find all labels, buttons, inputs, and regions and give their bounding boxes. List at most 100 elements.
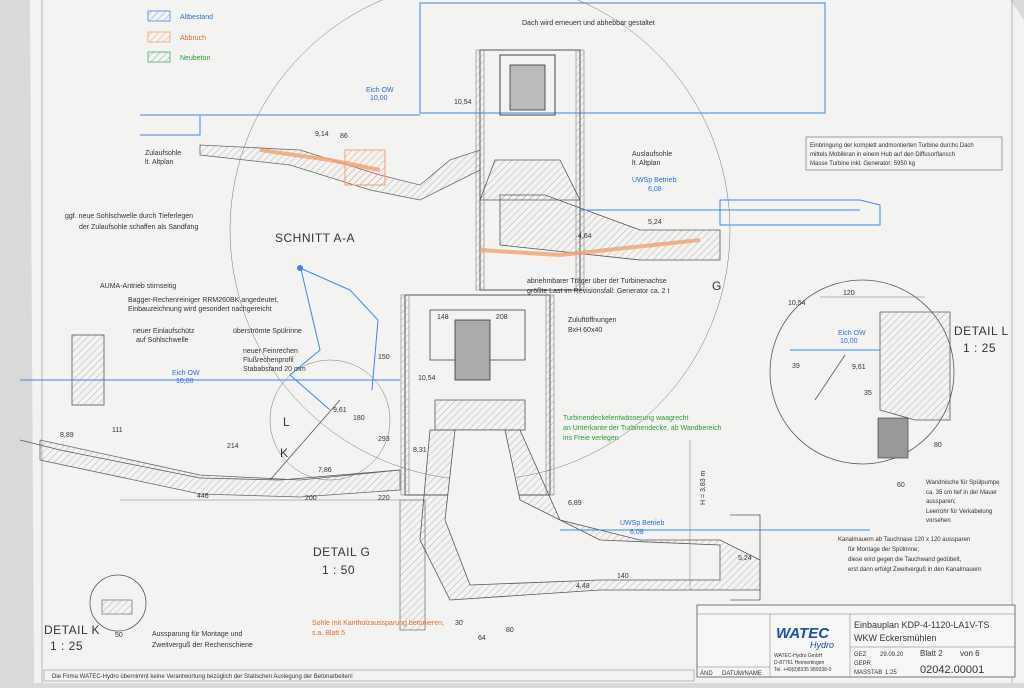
rechen-note-line3: Stababstand 20 mm bbox=[243, 366, 306, 373]
legend-swatch-neubeton bbox=[147, 51, 171, 63]
level-524: 5,24 bbox=[648, 219, 662, 226]
detail-l-title: DETAIL L bbox=[954, 324, 1009, 338]
level-831: 8,31 bbox=[413, 447, 427, 454]
detail-l-wall bbox=[879, 311, 951, 421]
detail-l-owl-value: 10,00 bbox=[840, 338, 858, 345]
main-level-524: 5,24 bbox=[738, 555, 752, 562]
date: 29.09.20 bbox=[880, 652, 904, 658]
level-689: 6,89 bbox=[568, 500, 582, 507]
detail-k-note-line2: Zweitverguß der Rechenschiene bbox=[152, 642, 253, 649]
existing-building-outline bbox=[419, 2, 826, 114]
label-gez: GEZ bbox=[854, 652, 867, 658]
disclaimer-box bbox=[43, 669, 695, 682]
detail-l-kanal-line2: für Montage der Spülrinne; bbox=[848, 547, 919, 553]
outlet-note-line1: Auslaufsohle bbox=[632, 151, 672, 158]
detail-k-title: DETAIL K bbox=[44, 623, 100, 637]
detail-l-pump-line2: ca. 35 cm tief in der Mauer bbox=[926, 490, 997, 496]
detail-k-circle bbox=[89, 574, 147, 632]
detail-l-kanal-line1: Kanalmauern ab Tauchnase 120 x 120 aussp… bbox=[838, 537, 970, 543]
detail-l-owl-label: Eich OW bbox=[838, 330, 866, 337]
zuluft-note-line2: BxH 60x40 bbox=[568, 327, 602, 334]
rechen-note-line2: Flußrechenprofil bbox=[243, 357, 294, 364]
rake-cleaner-arm bbox=[299, 267, 379, 391]
dim-86: 86 bbox=[340, 133, 348, 140]
disclaimer: Die Firma WATEC-Hydro übernimmt keine Ve… bbox=[52, 674, 353, 680]
sand-note-line1: ggf. neue Sohlschwelle durch Tieferlegen bbox=[65, 213, 193, 220]
einlauf-note-line1: neuer Einlaufschütz bbox=[133, 328, 195, 335]
detail-l: 120 10,54 Eich OW 10,00 9,61 39 35 60 80… bbox=[769, 279, 1009, 573]
legend-label-abbruch: Abbruch bbox=[180, 35, 206, 42]
detail-k-note-line1: Aussparung für Montage und bbox=[152, 631, 242, 638]
main-level-1054: 10,54 bbox=[418, 375, 436, 382]
detail-l-rake bbox=[814, 354, 846, 401]
detail-g-scale: 1 : 50 bbox=[322, 563, 355, 577]
demolition-floor bbox=[479, 238, 701, 258]
detail-l-pump-line1: Wandnische für Spülpumpe bbox=[926, 480, 1000, 486]
sheet-number: Blatt 2 bbox=[920, 649, 943, 658]
detail-l-kanal-line4: erst dann erfolgt Zweitverguß in den Kan… bbox=[848, 567, 981, 573]
g-label: G bbox=[712, 279, 722, 293]
level-889: 8,89 bbox=[60, 432, 74, 439]
detail-l-circle bbox=[769, 279, 955, 465]
detail-k: 50 Aussparung für Montage und Zweitvergu… bbox=[44, 574, 253, 653]
drawing-title: Einbauplan KDP-4-1120-LA1V-TS bbox=[854, 620, 989, 630]
generator-unit bbox=[454, 319, 491, 381]
rechen-note-line1: neuer Feinrechen bbox=[243, 348, 298, 355]
detail-l-pump bbox=[877, 417, 909, 459]
inlet-note-line1: Zulaufsohle bbox=[145, 150, 181, 157]
main-owl-label: Eich OW bbox=[172, 370, 200, 377]
outlet-channel bbox=[719, 199, 881, 226]
watec-logo-sub: Hydro bbox=[810, 640, 834, 650]
auma-note: AUMA-Antrieb stirnseitig bbox=[100, 283, 176, 290]
detail-l-dim-39: 39 bbox=[792, 363, 800, 370]
turbine-intake bbox=[479, 159, 581, 201]
turbine-house-lower-wall-right bbox=[545, 294, 555, 496]
label-datum: DATUM/NAME bbox=[722, 671, 762, 677]
rake-cleaner-boom bbox=[289, 264, 331, 411]
demolition-block bbox=[344, 149, 386, 186]
detail-l-level-1054: 10,54 bbox=[788, 300, 806, 307]
legend-swatch-altbestand bbox=[147, 10, 171, 22]
uw-label: UWSp Betrieb bbox=[632, 177, 676, 184]
level-464: 4,64 bbox=[578, 233, 592, 240]
turbine-house-wall-right bbox=[575, 49, 585, 291]
legend-label-altbestand: Altbestand bbox=[180, 14, 213, 21]
generator bbox=[509, 64, 546, 111]
dim-293: 293 bbox=[378, 436, 390, 443]
detail-l-dim-120: 120 bbox=[843, 290, 855, 297]
traeger-note-line1: abnehmbarer Träger über der Turbinenachs… bbox=[527, 278, 667, 285]
outlet-wall bbox=[730, 514, 761, 601]
legend-label-neubeton: Neubeton bbox=[180, 55, 210, 62]
detail-k-dim-50: 50 bbox=[115, 632, 123, 639]
scale-value: 1:25 bbox=[885, 670, 897, 676]
level-961: 9,61 bbox=[333, 407, 347, 414]
turbine-note-box bbox=[805, 136, 1003, 171]
company-line1: WATEC-Hydro GmbH bbox=[774, 653, 823, 659]
turbine-note-line2: mittels Mobilkran in einem Hub auf den D… bbox=[810, 152, 955, 158]
inlet-gate-structure bbox=[71, 334, 105, 406]
dim-64: 64 bbox=[478, 635, 486, 642]
detail-l-level-961: 9,61 bbox=[852, 364, 866, 371]
draft-tube-inner bbox=[444, 429, 721, 586]
label-aend: ÄND bbox=[700, 670, 713, 677]
einlauf-note-line2: auf Sohlschwelle bbox=[136, 337, 189, 344]
detail-g-title: DETAIL G bbox=[313, 545, 370, 559]
uw-value: 6,08 bbox=[648, 186, 662, 193]
detail-k-recess bbox=[101, 599, 133, 615]
deckel-note-line1: Turbinendeckelentwässerung waagrecht bbox=[563, 415, 688, 422]
detail-l-dim-80: 80 bbox=[934, 442, 942, 449]
sohle-note-line2: s.a. Blatt 5 bbox=[312, 630, 345, 637]
level-1054: 10,54 bbox=[454, 99, 472, 106]
dim-30: 30 bbox=[455, 620, 463, 627]
bagger-note-line1: Bagger-Rechenreiniger RRM260BK angedeute… bbox=[128, 297, 278, 304]
outlet-note-line2: lt. Altplan bbox=[632, 160, 661, 167]
dim-111: 111 bbox=[112, 427, 123, 434]
l-label: L bbox=[283, 415, 290, 429]
detail-l-pump-line4: Leerrohr für Verkabelung bbox=[926, 509, 992, 515]
legend: Altbestand Abbruch Neubeton bbox=[147, 10, 213, 63]
dim-140: 140 bbox=[617, 573, 629, 580]
existing-inlet-outline bbox=[140, 114, 201, 136]
dim-446: 446 bbox=[197, 493, 209, 500]
turbine-note-line1: Einbringung der komplett andmontierten T… bbox=[810, 143, 974, 149]
